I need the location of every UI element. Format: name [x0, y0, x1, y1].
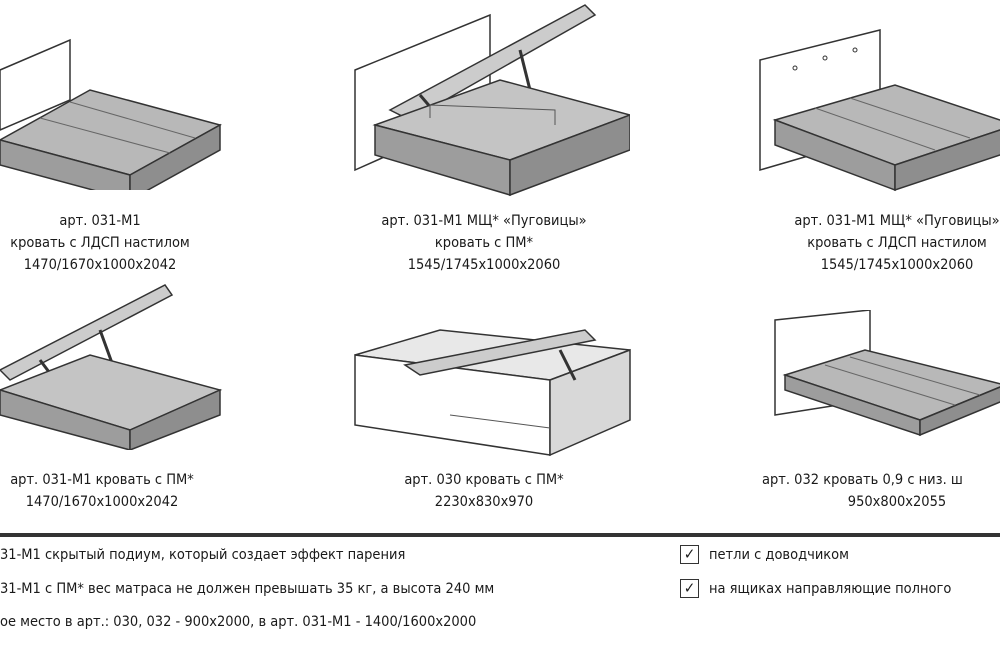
product-caption: арт. 031-М1 МЩ* «Пуговицы» кровать с ПМ*… — [324, 210, 644, 276]
feature-label: на ящиках направляющие полного — [709, 580, 952, 597]
bed-illustration-031-m1-lift — [354, 4, 630, 197]
checkbox-checked-icon: ✓ — [680, 545, 699, 564]
note: 31-М1 с ПМ* вес матраса не должен превыш… — [0, 581, 495, 597]
product-dimensions: 1470/1670x1000x2042 — [25, 494, 179, 510]
product-article: арт. 031-М1 МЩ* «Пуговицы» — [381, 213, 587, 229]
product-article: арт. 031-М1 МЩ* «Пуговицы» — [794, 213, 1000, 229]
product-dimensions: 1470/1670x1000x2042 — [23, 257, 177, 273]
product-article: арт. 031-М1 кровать с ПМ* — [10, 472, 194, 488]
feature-label: петли с доводчиком — [709, 546, 850, 563]
product-description: кровать с ЛДСП настилом — [10, 235, 190, 251]
bed-illustration-032 — [774, 310, 1000, 437]
product-caption: арт. 031-М1 кровать с ПМ* 1470/1670x1000… — [0, 469, 262, 513]
divider — [0, 533, 1000, 537]
product-caption: арт. 032 кровать 0,9 с низ. ш 950x800x20… — [737, 469, 1000, 513]
product-article: арт. 031-М1 — [59, 213, 141, 229]
product-caption: арт. 030 кровать с ПМ* 2230x830x970 — [324, 469, 644, 513]
product-caption: арт. 031-М1 кровать с ЛДСП настилом 1470… — [0, 210, 260, 276]
product-dimensions: 2230x830x970 — [434, 494, 534, 510]
bed-illustration-030-lift — [354, 329, 631, 457]
product-caption: арт. 031-М1 МЩ* «Пуговицы» кровать с ЛДС… — [737, 210, 1000, 276]
feature-item: ✓ петли с доводчиком — [680, 545, 849, 564]
product-article: арт. 032 кровать 0,9 с низ. ш — [762, 472, 963, 488]
bed-illustration-031-m1-buttons-ldsp — [759, 29, 1000, 192]
product-description: кровать с ЛДСП настилом — [807, 235, 987, 251]
bed-illustration-031-m1-ldsp — [0, 38, 222, 190]
bed-illustration-031-m1-lift-2 — [0, 284, 223, 450]
note: ое место в арт.: 030, 032 - 900x2000, в … — [0, 614, 477, 630]
product-dimensions: 1545/1745x1000x2060 — [407, 257, 561, 273]
product-dimensions: 950x800x2055 — [847, 494, 947, 510]
note: 31-М1 скрытый подиум, который создает эф… — [0, 547, 406, 563]
product-description: кровать с ПМ* — [434, 235, 534, 251]
product-article: арт. 030 кровать с ПМ* — [404, 472, 564, 488]
product-dimensions: 1545/1745x1000x2060 — [820, 257, 974, 273]
feature-item: ✓ на ящиках направляющие полного — [680, 579, 951, 598]
checkbox-checked-icon: ✓ — [680, 579, 699, 598]
